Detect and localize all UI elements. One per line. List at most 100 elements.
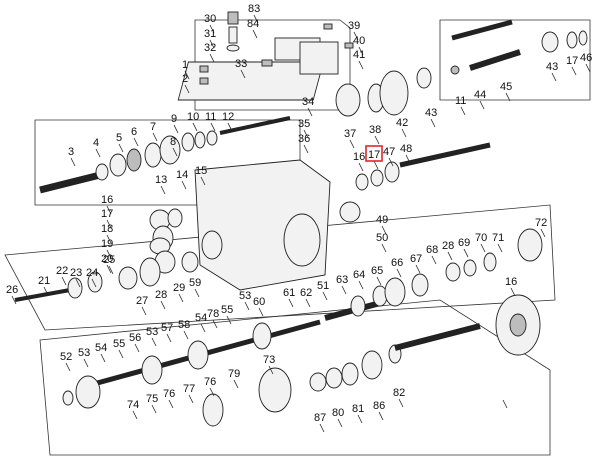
part-label[interactable]: 11	[455, 95, 466, 107]
part-label[interactable]: 67	[410, 253, 422, 265]
part-label[interactable]: 51	[317, 280, 329, 292]
part-label[interactable]: 73	[263, 354, 275, 366]
part-label[interactable]: 86	[373, 400, 385, 412]
part-label[interactable]: 23	[70, 267, 82, 279]
part-label[interactable]: 76	[163, 388, 175, 400]
part-label[interactable]: 20	[101, 253, 113, 265]
part-label[interactable]: 55	[221, 304, 233, 316]
part-label[interactable]: 54	[195, 312, 207, 324]
part-label[interactable]: 75	[146, 393, 158, 405]
part-label[interactable]: 44	[474, 89, 486, 101]
part-label[interactable]: 17	[101, 208, 113, 220]
part-label[interactable]: 62	[300, 287, 312, 299]
part-label[interactable]: 2	[182, 73, 188, 85]
part-label[interactable]: 46	[580, 52, 592, 64]
part-label[interactable]: 25	[103, 254, 115, 266]
part-label[interactable]: 47	[383, 146, 395, 158]
part-label[interactable]: 27	[136, 295, 148, 307]
part-label[interactable]: 18	[101, 223, 113, 235]
part-label[interactable]: 29	[173, 282, 185, 294]
part-label[interactable]: 37	[344, 128, 356, 140]
part-label[interactable]: 61	[283, 287, 295, 299]
part-label[interactable]: 9	[171, 113, 177, 125]
part-label[interactable]: 55	[113, 338, 125, 350]
part-label[interactable]: 43	[425, 107, 437, 119]
part-label[interactable]: 53	[78, 347, 90, 359]
leader-line	[540, 228, 546, 238]
part-label[interactable]: 35	[298, 118, 310, 130]
part-label[interactable]: 69	[458, 237, 470, 249]
part-label[interactable]: 21	[38, 275, 50, 287]
part-label[interactable]: 26	[6, 284, 18, 296]
part-label[interactable]: 83	[248, 3, 260, 15]
part-label[interactable]: 36	[298, 133, 310, 145]
part-label[interactable]: 53	[239, 290, 251, 302]
part-label[interactable]: 42	[396, 117, 408, 129]
part-label[interactable]: 15	[195, 165, 207, 177]
part-label[interactable]: 84	[247, 18, 259, 30]
part-label[interactable]: 8	[170, 136, 176, 148]
part-label[interactable]: 33	[235, 58, 247, 70]
part-label[interactable]: 72	[535, 217, 547, 229]
part-label[interactable]: 28	[442, 240, 454, 252]
part-label[interactable]: 31	[204, 28, 216, 40]
part-label[interactable]: 13	[155, 174, 167, 186]
part-label[interactable]: 7	[150, 121, 156, 133]
part-label[interactable]: 24	[86, 267, 98, 279]
part-label[interactable]: 40	[353, 35, 365, 47]
part-label[interactable]: 3	[68, 146, 74, 158]
part-label[interactable]: 16	[353, 151, 365, 163]
part-label[interactable]: 57	[161, 322, 173, 334]
leader-line	[192, 122, 198, 132]
part-label[interactable]: 77	[183, 383, 195, 395]
part-label[interactable]: 58	[178, 319, 190, 331]
part-label[interactable]: 64	[353, 269, 365, 281]
part-label[interactable]: 68	[426, 244, 438, 256]
part-label[interactable]: 53	[146, 326, 158, 338]
part-label[interactable]: 11	[205, 111, 216, 123]
part-label[interactable]: 87	[314, 412, 326, 424]
part-label[interactable]: 22	[56, 265, 68, 277]
part-label[interactable]: 80	[332, 407, 344, 419]
part-label[interactable]: 50	[376, 232, 388, 244]
part-label[interactable]: 19	[101, 238, 113, 250]
part-label[interactable]: 39	[348, 20, 360, 32]
part-label[interactable]: 82	[393, 387, 405, 399]
part-label[interactable]: 28	[155, 289, 167, 301]
part-label[interactable]: 71	[492, 232, 504, 244]
part-label[interactable]: 52	[60, 351, 72, 363]
part-label[interactable]: 54	[95, 342, 107, 354]
part-label[interactable]: 17	[566, 55, 578, 67]
part-label[interactable]: 34	[302, 96, 314, 108]
part-label[interactable]: 45	[500, 81, 512, 93]
part-label[interactable]: 41	[353, 49, 365, 61]
part-label[interactable]: 81	[352, 403, 364, 415]
part-label[interactable]: 10	[187, 111, 199, 123]
part-label[interactable]: 70	[475, 232, 487, 244]
part-label[interactable]: 74	[127, 399, 139, 411]
part-label[interactable]: 56	[129, 332, 141, 344]
part-label[interactable]: 16	[101, 194, 113, 206]
part-label[interactable]: 65	[371, 265, 383, 277]
part-label[interactable]: 43	[546, 61, 558, 73]
part-label[interactable]: 1	[182, 59, 188, 71]
part-label[interactable]: 4	[93, 137, 99, 149]
part-label[interactable]: 16	[505, 276, 517, 288]
part-label[interactable]: 38	[369, 124, 381, 136]
part-label[interactable]: 30	[204, 13, 216, 25]
part-label[interactable]: 48	[400, 143, 412, 155]
part-label[interactable]: 79	[228, 368, 240, 380]
part-label[interactable]: 60	[253, 296, 265, 308]
part-label[interactable]: 6	[131, 126, 137, 138]
part-label[interactable]: 5	[116, 132, 122, 144]
part-label[interactable]: 12	[222, 111, 234, 123]
part-label[interactable]: 17	[368, 149, 380, 161]
part-label[interactable]: 63	[336, 274, 348, 286]
part-label[interactable]: 14	[176, 169, 188, 181]
part-label[interactable]: 76	[204, 376, 216, 388]
part-label[interactable]: 49	[376, 214, 388, 226]
part-label[interactable]: 32	[204, 42, 216, 54]
part-label[interactable]: 66	[391, 257, 403, 269]
part-label[interactable]: 59	[189, 277, 201, 289]
part-label[interactable]: 78	[207, 308, 219, 320]
